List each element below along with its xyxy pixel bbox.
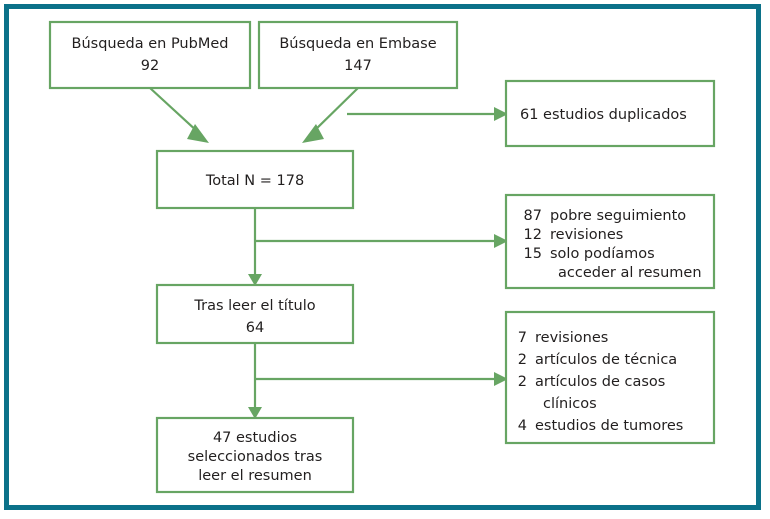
node-after-title-count: 64 (246, 320, 264, 336)
node-total[interactable]: Total N = 178 (155, 149, 355, 210)
connector-to-excluded-title (255, 234, 508, 248)
node-embase-count: 147 (344, 58, 372, 74)
excluded-abstract-label-2: artículos de casos (535, 374, 665, 390)
node-duplicates[interactable]: 61 estudios duplicados (504, 79, 716, 148)
connector-pubmed-to-total (149, 87, 209, 143)
node-final-selection[interactable]: 47 estudios seleccionados tras leer el r… (155, 416, 355, 494)
arrow-head-pubmed-to-total (187, 124, 209, 143)
connector-title-to-final (248, 343, 262, 419)
node-after-title-line1: Tras leer el título (193, 298, 315, 314)
node-duplicates-box (504, 79, 716, 148)
node-pubmed-line1: Búsqueda en PubMed (72, 36, 229, 52)
excluded-title-count-2: 15 (524, 246, 542, 262)
node-final-line2: seleccionados tras (188, 449, 323, 465)
excluded-abstract-count-0: 7 (518, 330, 527, 346)
node-pubmed[interactable]: Búsqueda en PubMed 92 (48, 20, 252, 90)
node-excluded-after-title[interactable]: 87 pobre seguimiento 12 revisiones 15 so… (504, 193, 716, 290)
arrow-head-total-to-title (248, 274, 262, 286)
excluded-abstract-label-0: revisiones (535, 330, 608, 346)
arrow-head-title-to-final (248, 407, 262, 419)
node-final-line1: 47 estudios (213, 430, 297, 446)
arrow-head-embase-to-total (302, 124, 324, 143)
excluded-abstract-label-3: estudios de tumores (535, 418, 683, 434)
node-total-box (155, 149, 355, 210)
arrow-head-to-duplicates (494, 107, 508, 121)
connector-to-excluded-abstract (255, 372, 508, 386)
node-pubmed-count: 92 (141, 58, 159, 74)
excluded-title-label-2-cont: acceder al resumen (558, 265, 702, 281)
excluded-title-count-0: 87 (524, 208, 542, 224)
node-embase-box (257, 20, 459, 90)
arrow-head-to-excluded-title (494, 234, 508, 248)
node-after-title-screening[interactable]: Tras leer el título 64 (155, 283, 355, 345)
excluded-title-label-0: pobre seguimiento (550, 208, 686, 224)
node-final-selection-box (155, 416, 355, 494)
excluded-abstract-count-1: 2 (518, 352, 527, 368)
node-excluded-after-title-box (504, 193, 716, 290)
node-excluded-after-abstract[interactable]: 7 revisiones 2 artículos de técnica 2 ar… (504, 310, 716, 445)
node-excluded-after-abstract-box (504, 310, 716, 445)
excluded-title-count-1: 12 (524, 227, 542, 243)
node-embase[interactable]: Búsqueda en Embase 147 (257, 20, 459, 90)
node-embase-line1: Búsqueda en Embase (279, 36, 436, 52)
node-duplicates-label: 61 estudios duplicados (520, 107, 687, 123)
connector-total-to-title (248, 208, 262, 286)
excluded-abstract-label-1: artículos de técnica (535, 352, 677, 368)
excluded-title-label-1: revisiones (550, 227, 623, 243)
arrow-head-to-excluded-abstract (494, 372, 508, 386)
connector-to-duplicates (347, 107, 508, 121)
excluded-abstract-count-3: 4 (518, 418, 527, 434)
node-pubmed-box (48, 20, 252, 90)
connector-embase-to-total (302, 87, 359, 143)
excluded-abstract-count-2: 2 (518, 374, 527, 390)
node-after-title-screening-box (155, 283, 355, 345)
excluded-title-label-2: solo podíamos (550, 246, 655, 262)
node-total-label: Total N = 178 (205, 173, 304, 189)
excluded-abstract-label-2-cont: clínicos (543, 396, 597, 412)
node-final-line3: leer el resumen (198, 468, 312, 484)
